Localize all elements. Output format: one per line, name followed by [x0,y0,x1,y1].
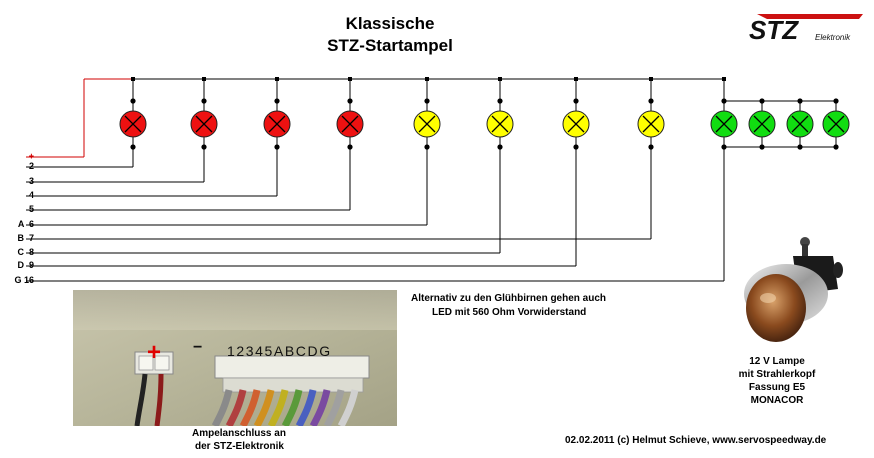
pin-label: G 16 [14,275,34,285]
lamp-caption-line2: mit Strahlerkopf [738,369,816,380]
lamp-yellow-5 [413,110,441,138]
pin-label: C 8 [17,247,34,257]
lamp-photo [738,234,848,349]
bus-tap [202,77,206,81]
lamp-red-2 [190,110,218,138]
junction-dot [347,144,353,150]
cable-wire [211,389,233,428]
pin-label: 3 [28,176,34,186]
junction-dot [797,144,803,150]
lamp-caption-line1: 12 V Lampe [749,356,805,367]
junction-dot [201,98,207,104]
bus-tap [348,77,352,81]
junction-dot [648,144,654,150]
connector-photo: − + 12345ABCDG [73,290,397,428]
cable-wire [253,389,275,428]
cable-wire [323,389,345,428]
junction-dot [759,98,765,104]
pin-label: 5 [28,204,34,214]
note-line2: LED mit 560 Ohm Vorwiderstand [432,307,587,318]
diagram-title-line2: STZ-Startampel [327,36,453,55]
lamp-caption-line3: Fassung E5 [748,382,806,393]
bus-tap [131,77,135,81]
connector-caption-line1: Ampelanschluss an [192,428,286,439]
junction-dot [497,98,503,104]
pin-label: B 7 [17,233,34,243]
cable-wire [295,389,317,428]
junction-dot [130,144,136,150]
junction-dot [721,98,727,104]
connector-plus: + [147,339,161,366]
junction-dot [648,98,654,104]
junction-dot [424,144,430,150]
junction-dot [833,144,839,150]
cable-wire [225,389,247,428]
junction-dot [424,98,430,104]
junction-dot [759,144,765,150]
bus-tap [649,77,653,81]
connector-minus: − [193,339,202,356]
junction-dot [797,98,803,104]
pin-label: 2 [28,161,34,171]
lamp-caption-line4: MONACOR [750,395,804,406]
junction-dot [833,98,839,104]
diagram-title-line1: Klassische [345,14,435,33]
cable-wire [337,389,359,428]
lamp-red-3 [263,110,291,138]
junction-dot [573,98,579,104]
junction-dot [274,144,280,150]
footer-credit: 02.02.2011 (c) Helmut Schieve, www.servo… [565,435,827,446]
lamp-green-4 [822,110,850,138]
note-line1: Alternativ zu den Glühbirnen gehen auch [411,293,607,304]
logo-text: STZ [749,15,799,45]
cable-wire [281,389,303,428]
lamp-yellow-8 [637,110,665,138]
lamp-green-3 [786,110,814,138]
bus-tap [425,77,429,81]
logo-subtext: Elektronik [815,33,851,42]
lamp-red-4 [336,110,364,138]
junction-dot [347,98,353,104]
connector-caption-line2: der STZ-Elektronik [195,441,284,452]
bus-tap [275,77,279,81]
lamp-green-2 [748,110,776,138]
lamp-yellow-7 [562,110,590,138]
pin-label: 4 [28,190,34,200]
lamp-yellow-6 [486,110,514,138]
connector-pin-sequence: 12345ABCDG [227,343,332,359]
junction-dot [274,98,280,104]
bus-tap [574,77,578,81]
junction-dot [497,144,503,150]
cable-wire [239,389,261,428]
junction-dot [130,98,136,104]
pin-label: + [28,151,34,161]
pin-label: A 6 [17,219,34,229]
junction-dot [573,144,579,150]
bus-tap [498,77,502,81]
lamp-green-1 [710,110,738,138]
cable-wire [267,389,289,428]
cable-wire [309,389,331,428]
lamp-red-1 [119,110,147,138]
stz-logo: STZ Elektronik [749,14,863,45]
junction-dot [721,144,727,150]
bus-tap [722,77,726,81]
pin-label: D 9 [17,260,34,270]
junction-dot [201,144,207,150]
